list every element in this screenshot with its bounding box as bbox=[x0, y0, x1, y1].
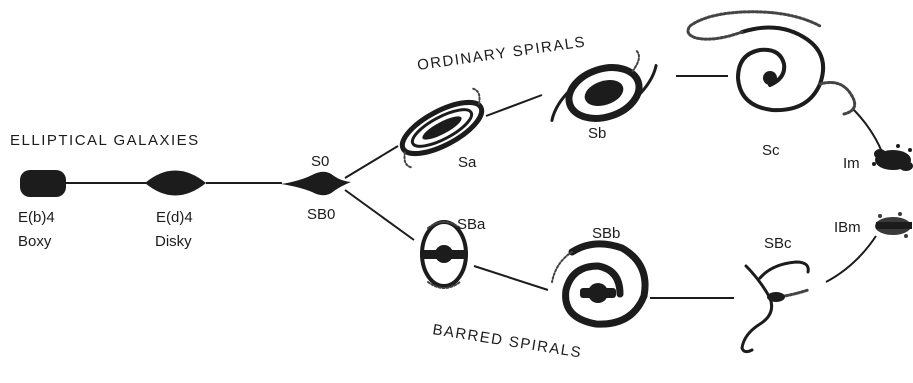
label-sa: Sa bbox=[458, 154, 477, 171]
label-ed4: E(d)4 bbox=[156, 209, 193, 226]
label-sc: Sc bbox=[762, 142, 780, 159]
galaxy-s0-shape bbox=[281, 172, 351, 196]
label-sb0: SB0 bbox=[307, 206, 335, 223]
label-sbb: SBb bbox=[592, 225, 620, 242]
label-s0: S0 bbox=[311, 153, 329, 170]
galaxy-sbb-shape bbox=[552, 244, 645, 324]
label-sbc: SBc bbox=[764, 235, 792, 252]
galaxy-sbc-shape bbox=[742, 262, 808, 352]
galaxy-sb-shape bbox=[540, 47, 667, 134]
title-ordinary-spirals: ORDINARY SPIRALS bbox=[416, 33, 587, 74]
line-sb0-sba bbox=[345, 190, 414, 240]
label-ibm: IBm bbox=[834, 219, 861, 236]
line-s0-sa bbox=[345, 146, 398, 178]
label-im: Im bbox=[843, 155, 860, 172]
galaxy-ed4-shape bbox=[145, 171, 206, 196]
label-sba: SBa bbox=[457, 216, 486, 233]
galaxy-sa-shape bbox=[390, 88, 495, 169]
label-ed4-disky: Disky bbox=[155, 233, 192, 250]
title-barred-spirals: BARRED SPIRALS bbox=[431, 321, 583, 361]
line-sbc-ibm bbox=[826, 236, 876, 282]
label-eb4: E(b)4 bbox=[18, 209, 55, 226]
label-eb4-boxy: Boxy bbox=[18, 233, 52, 250]
title-elliptical-galaxies: ELLIPTICAL GALAXIES bbox=[10, 132, 200, 149]
line-sc-im bbox=[852, 108, 882, 152]
galaxy-sc-shape bbox=[688, 12, 855, 114]
line-sa-sb bbox=[486, 95, 542, 116]
galaxy-ibm-shape bbox=[875, 212, 912, 238]
galaxy-eb4-shape bbox=[20, 170, 66, 197]
label-sb: Sb bbox=[588, 125, 606, 142]
galaxy-im-shape bbox=[872, 144, 913, 171]
line-sba-sbb bbox=[474, 266, 548, 290]
